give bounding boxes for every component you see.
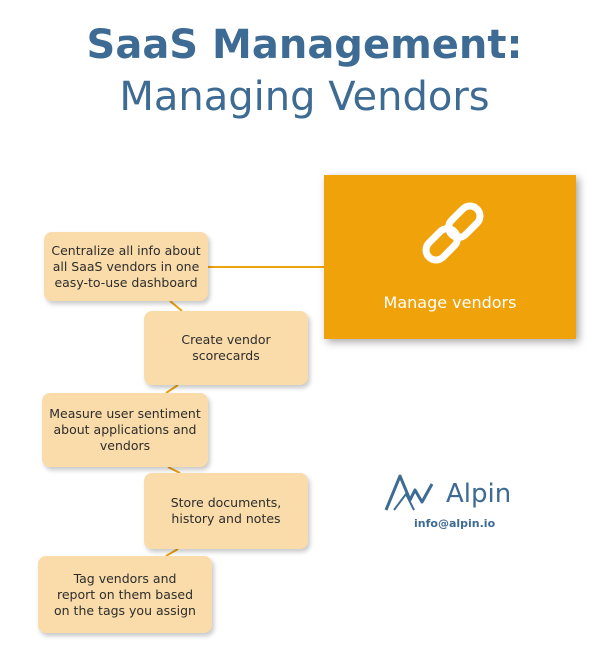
step-store-documents: Store documents, history and notes [144, 473, 308, 549]
title-line-2: Managing Vendors [119, 74, 490, 120]
manage-vendors-label: Manage vendors [383, 293, 517, 312]
step-text: Store documents, history and notes [170, 495, 282, 526]
step-vendor-scorecards: Create vendor scorecards [144, 311, 308, 385]
step-user-sentiment: Measure user sentiment about application… [42, 393, 208, 467]
step-centralize-info: Centralize all info about all SaaS vendo… [44, 232, 208, 301]
step-tag-vendors: Tag vendors and report on them based on … [38, 556, 212, 633]
connector-4-5 [165, 548, 179, 557]
alpin-mountain-logo [384, 474, 434, 511]
connector-1-2 [169, 300, 183, 312]
manage-vendors-card: Manage vendors [324, 175, 576, 339]
step-text: Create vendor scorecards [181, 332, 271, 363]
title-line-1: SaaS Management: [86, 22, 523, 68]
brand-email: info@alpin.io [414, 517, 496, 530]
brand-name: Alpin [446, 479, 512, 509]
step-text: Measure user sentiment about application… [49, 406, 201, 453]
step-text: Tag vendors and report on them based on … [54, 570, 196, 618]
step-text: Centralize all info about all SaaS vendo… [51, 242, 201, 290]
connector-2-3 [165, 384, 179, 394]
link-chain-icon [422, 202, 484, 264]
